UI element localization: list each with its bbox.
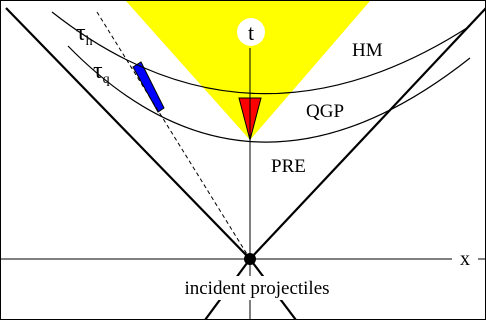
- hm-label: HM: [352, 40, 383, 61]
- tau-q-label: τq: [93, 58, 110, 87]
- incident-projectiles-label: incident projectiles: [184, 278, 329, 299]
- hyperbola-tau-q: [67, 45, 471, 143]
- t-axis-label: t: [248, 20, 254, 45]
- pre-label: PRE: [271, 156, 306, 177]
- forward-cone-region: [126, 1, 370, 140]
- x-axis-label: x: [460, 248, 470, 270]
- incident-label-background: [166, 276, 348, 300]
- hyperbola-tau-h: [51, 11, 471, 95]
- light-cone-right: [249, 7, 486, 260]
- tau-h-label: τh: [76, 20, 93, 49]
- collision-point: [244, 253, 256, 265]
- t-axis-label-circle: [237, 18, 265, 46]
- qgp-label: QGP: [306, 101, 344, 122]
- light-cone-left: [5, 7, 251, 260]
